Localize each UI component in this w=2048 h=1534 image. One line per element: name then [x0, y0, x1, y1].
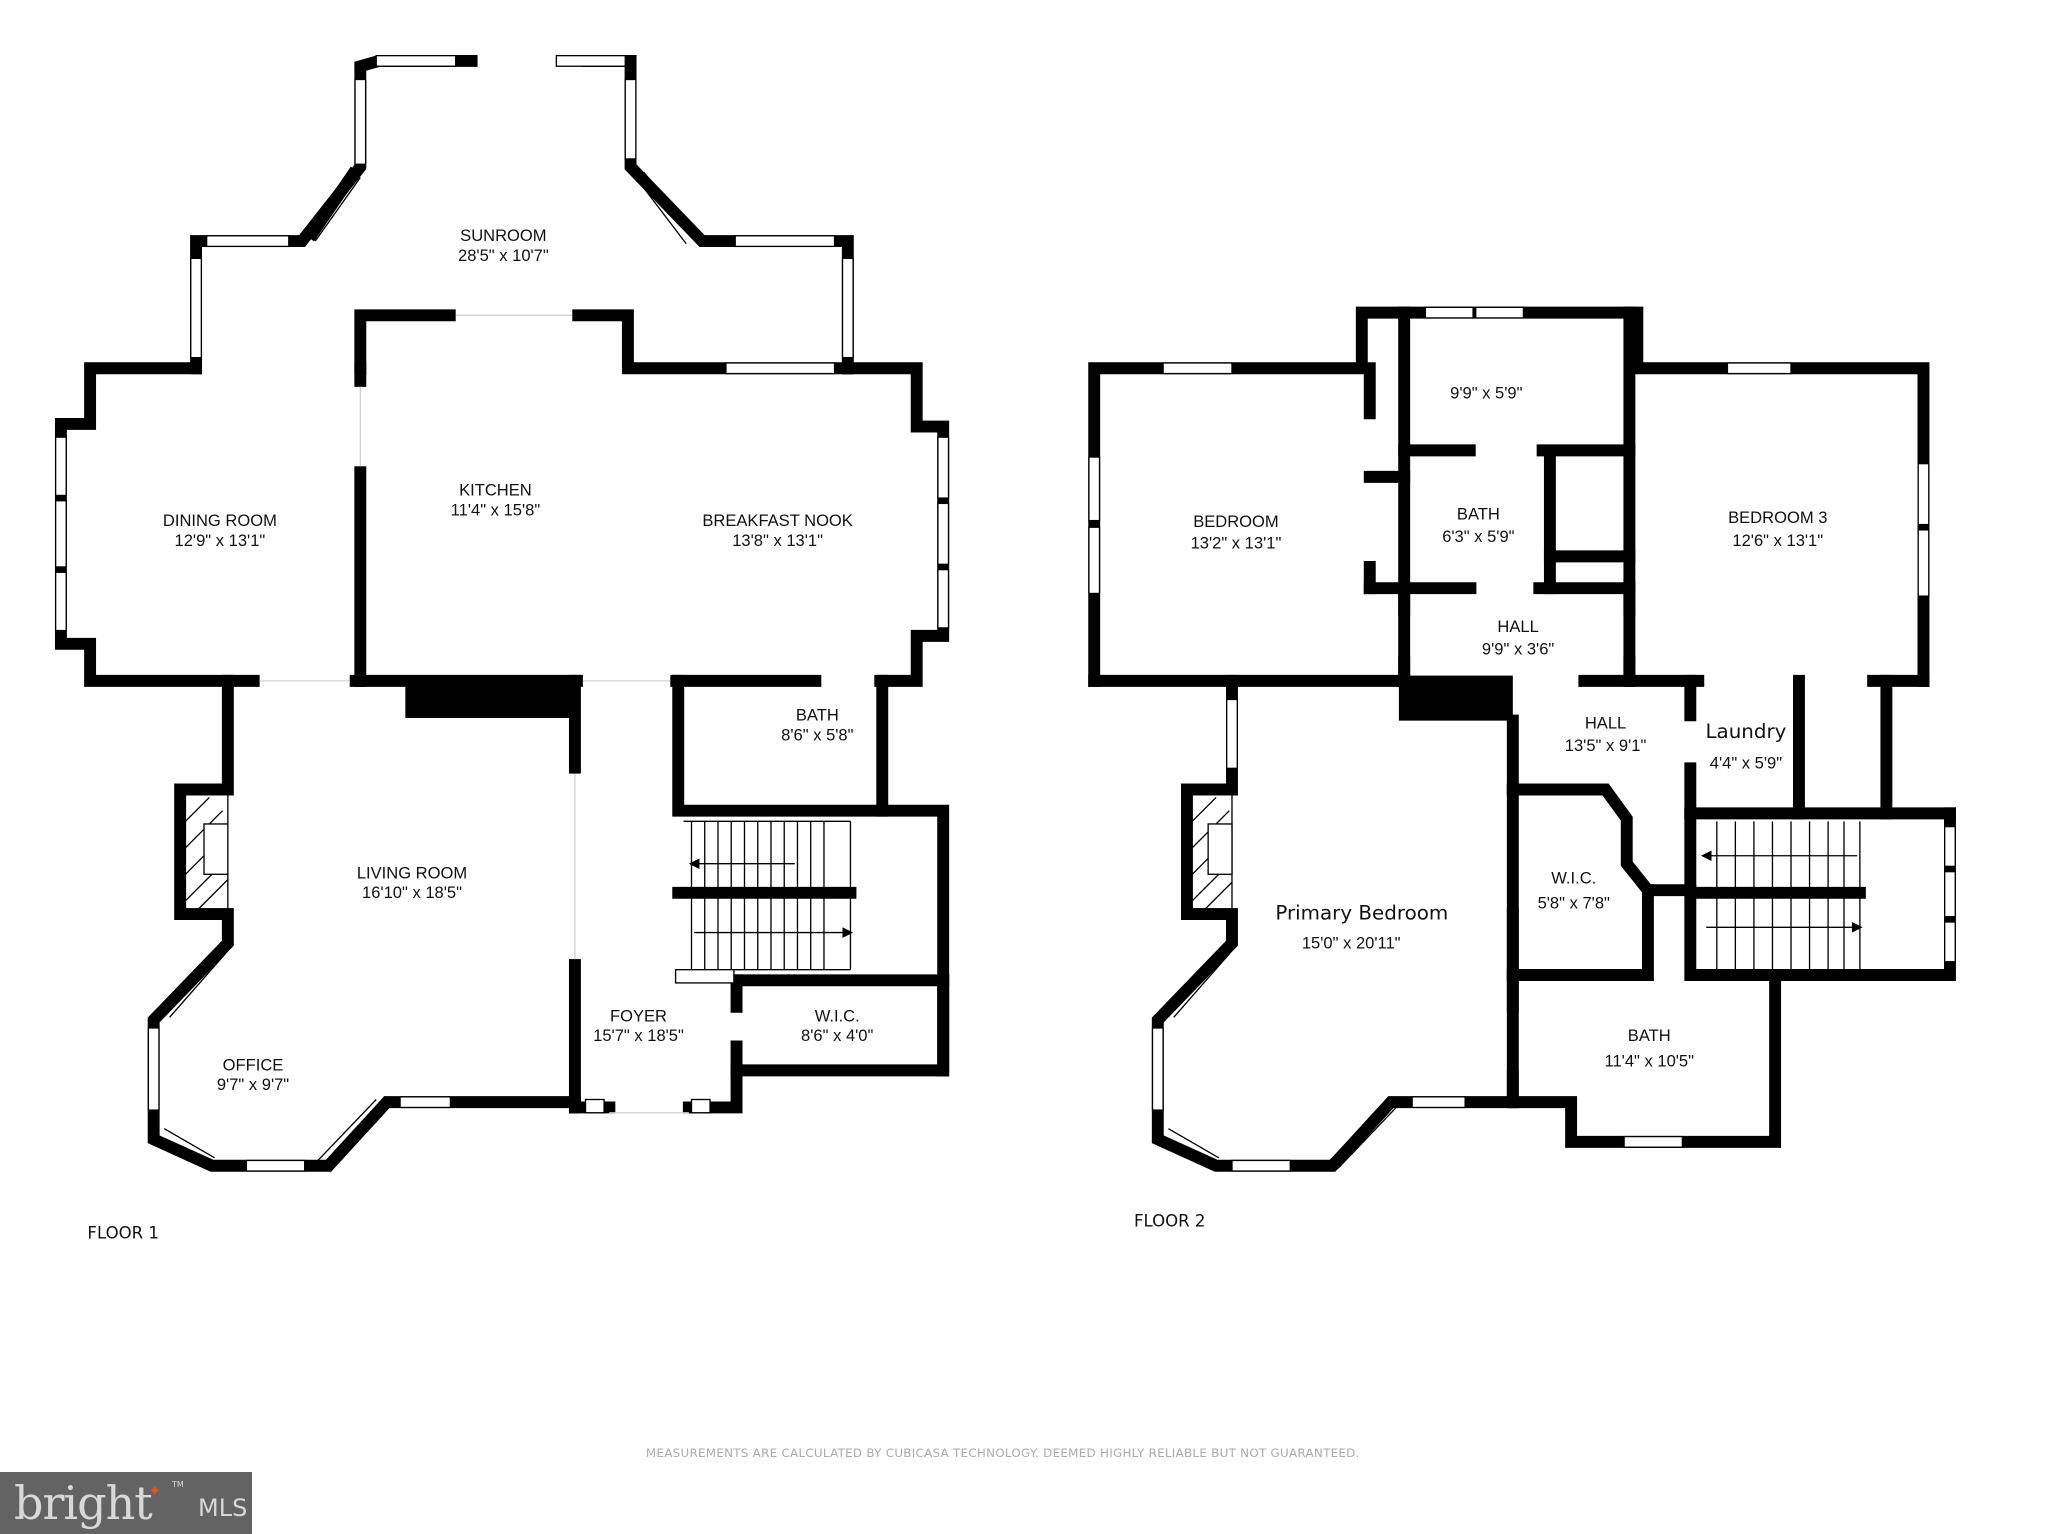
room-name-bath-3: BATH	[1628, 1026, 1671, 1045]
room-name-sunroom: SUNROOM	[460, 226, 546, 245]
room-dims-laundry: 4'4" x 5'9"	[1710, 753, 1782, 772]
floor-1-labels: SUNROOM 28'5" x 10'7" DINING ROOM 12'9" …	[87, 226, 873, 1242]
room-name-hall-lower: HALL	[1585, 714, 1626, 733]
room-dims-foyer: 15'7" x 18'5"	[593, 1026, 684, 1045]
room-dims-office: 9'7" x 9'7"	[217, 1075, 289, 1094]
floor-2-label: FLOOR 2	[1134, 1212, 1205, 1231]
room-name-bath-1: BATH	[796, 706, 839, 725]
logo-suffix: MLS	[198, 1494, 248, 1522]
bright-mls-logo: bright ✦ TM MLS	[0, 1472, 252, 1534]
room-dims-bath-3: 11'4" x 10'5"	[1604, 1051, 1694, 1070]
room-name-hall-upper: HALL	[1497, 617, 1538, 636]
room-dims-hall-lower: 13'5" x 9'1"	[1565, 736, 1647, 755]
star-icon: ✦	[148, 1483, 162, 1500]
room-name-dining: DINING ROOM	[163, 511, 277, 530]
room-dims-hall-upper: 9'9" x 3'6"	[1482, 639, 1554, 658]
room-dims-closet: 9'9" x 5'9"	[1450, 384, 1522, 403]
room-name-laundry: Laundry	[1705, 720, 1786, 743]
room-name-bedroom: BEDROOM	[1193, 512, 1279, 531]
room-name-wic-2: W.I.C.	[1551, 869, 1596, 888]
room-name-bath-2: BATH	[1457, 504, 1500, 523]
room-dims-primary-bedroom: 15'0" x 20'11"	[1302, 933, 1401, 952]
floor-1-label: FLOOR 1	[87, 1224, 158, 1243]
floor-1-plan	[54, 54, 950, 1172]
floor-2-labels: 9'9" x 5'9" BEDROOM 13'2" x 13'1" BATH 6…	[1134, 384, 1827, 1231]
room-dims-wic-2: 5'8" x 7'8"	[1538, 894, 1610, 913]
room-dims-kitchen: 11'4" x 15'8"	[451, 500, 541, 519]
room-dims-breakfast-nook: 13'8" x 13'1"	[732, 531, 823, 550]
room-name-wic-1: W.I.C.	[815, 1006, 860, 1025]
disclaimer: MEASUREMENTS ARE CALCULATED BY CUBICASA …	[646, 1446, 1360, 1460]
room-name-foyer: FOYER	[610, 1006, 667, 1025]
room-name-kitchen: KITCHEN	[459, 480, 532, 499]
room-dims-sunroom: 28'5" x 10'7"	[458, 246, 549, 265]
room-dims-bedroom-3: 12'6" x 13'1"	[1732, 531, 1823, 550]
room-name-bedroom-3: BEDROOM 3	[1728, 508, 1827, 527]
room-name-primary-bedroom: Primary Bedroom	[1275, 901, 1448, 924]
floor-2-plan	[1088, 306, 1956, 1172]
room-name-living-room: LIVING ROOM	[357, 863, 467, 882]
room-dims-dining: 12'9" x 13'1"	[175, 531, 266, 550]
room-dims-bedroom: 13'2" x 13'1"	[1191, 533, 1282, 552]
room-dims-bath-2: 6'3" x 5'9"	[1442, 527, 1514, 546]
logo-tm: TM	[172, 1480, 184, 1489]
room-name-breakfast-nook: BREAKFAST NOOK	[702, 511, 853, 530]
room-dims-bath-1: 8'6" x 5'8"	[781, 726, 853, 745]
room-dims-living-room: 16'10" x 18'5"	[362, 883, 462, 902]
room-name-office: OFFICE	[223, 1055, 284, 1074]
logo-brand: bright	[14, 1476, 153, 1530]
room-dims-wic-1: 8'6" x 4'0"	[801, 1026, 873, 1045]
